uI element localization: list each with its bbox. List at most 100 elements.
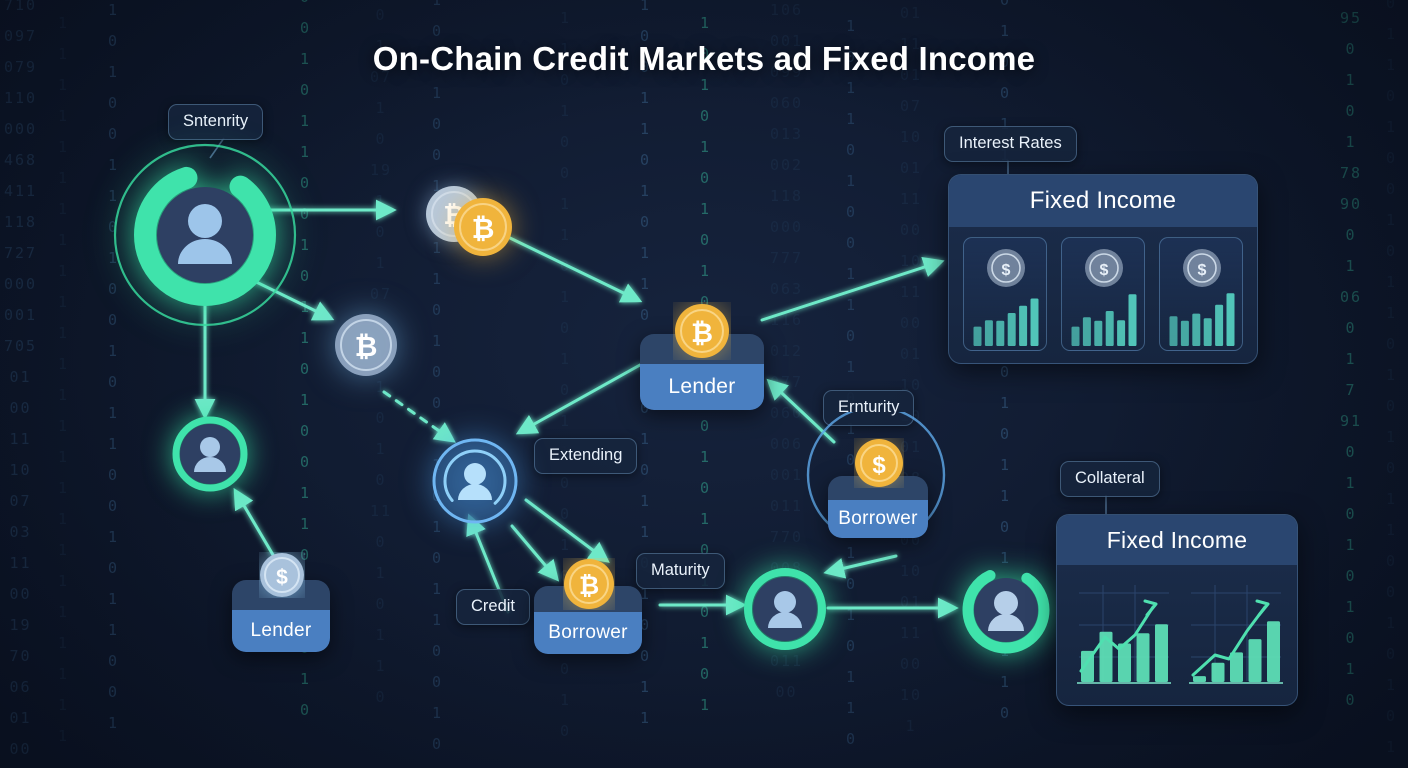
svg-text:$: $	[872, 452, 886, 479]
panel-fixed-income-bottom: Fixed Income	[1056, 514, 1298, 706]
bar	[1230, 652, 1243, 682]
node-lender-left: Lender $	[232, 552, 330, 652]
panel-bottom-body	[1057, 563, 1297, 705]
svg-text:₿: ₿	[691, 318, 713, 348]
bar	[1118, 643, 1131, 682]
link-lender-to-fixedincome	[760, 257, 945, 322]
bar	[1094, 320, 1103, 346]
node-lender-center: Lender ₿	[640, 304, 764, 410]
panel-fixed-income-top: Fixed Income $ $	[948, 174, 1258, 364]
person-icon	[768, 591, 802, 628]
label-interest-rates: Interest Rates	[944, 126, 1077, 162]
mini-card: $	[963, 237, 1047, 351]
borrower-mid-label: Borrower	[534, 612, 642, 654]
bar	[1007, 313, 1016, 346]
label-maturity: Maturity	[636, 553, 725, 589]
borrower-mid-card: Borrower	[534, 586, 642, 654]
person-icon	[194, 437, 226, 472]
user-bottom-mid-ring	[744, 568, 826, 650]
bar	[1215, 304, 1224, 346]
bar	[1180, 320, 1189, 346]
node-borrower-right: Borrower $	[806, 412, 946, 538]
mini-card: $	[1159, 237, 1243, 351]
lender-left-label: Lender	[232, 610, 330, 652]
label-collateral: Collateral	[1060, 461, 1160, 497]
svg-text:₿: ₿	[355, 331, 378, 362]
person-icon	[178, 204, 232, 264]
mini-card-chart: $	[1169, 249, 1235, 346]
mini-card: $	[1061, 237, 1145, 351]
borrower-right-ring	[806, 412, 946, 538]
page-title: On-Chain Credit Markets ad Fixed Income	[372, 40, 1036, 77]
mini-card-chart: $	[1071, 249, 1137, 346]
trend-arrow-left	[1079, 605, 1155, 673]
bar	[1128, 294, 1137, 346]
node-user-left-lower	[172, 416, 248, 492]
bar	[1105, 311, 1114, 346]
leader-sntenrity	[209, 137, 225, 159]
bitcoin-gold-icon: ₿	[564, 559, 614, 609]
bar	[973, 326, 982, 346]
link-usercenter-down	[524, 498, 610, 563]
bar	[1019, 305, 1028, 346]
panel-bottom-title: Fixed Income	[1057, 515, 1297, 565]
link-user-to-smallcoin	[244, 275, 335, 321]
user-bottom-right-ring	[962, 566, 1050, 654]
user-primary-ring	[113, 143, 297, 327]
dollar-gold-icon: $	[855, 439, 903, 487]
borrower-right-label: Borrower	[828, 500, 928, 538]
label-sntenrity: Sntenrity	[168, 104, 264, 140]
lender-center-card: Lender	[640, 334, 764, 410]
label-extending: Extending	[534, 438, 638, 474]
user-left-lower-ring	[172, 416, 248, 492]
bar	[1192, 313, 1201, 346]
link-lender-to-usercenter	[515, 363, 642, 435]
svg-text:₿: ₿	[472, 213, 495, 244]
node-borrower-mid: Borrower ₿	[534, 558, 642, 654]
coin-pair-gold: ₿	[452, 196, 514, 258]
bar	[1211, 662, 1225, 682]
trend-arrow-right	[1191, 605, 1267, 677]
link-smallcoin-to-usercenter	[382, 390, 456, 443]
user-center-ring	[432, 438, 518, 524]
bar	[1117, 320, 1126, 346]
bar	[996, 320, 1005, 346]
bar	[984, 320, 993, 346]
person-icon	[458, 463, 492, 500]
lender-left-card: Lender	[232, 580, 330, 652]
link-lenderleft-to-userlower	[233, 487, 278, 562]
bar	[1248, 639, 1262, 682]
bar	[1136, 633, 1150, 682]
bar	[1082, 317, 1091, 346]
bar	[1099, 631, 1113, 682]
link-borrowerright-to-userbottom	[823, 554, 898, 579]
bar	[1169, 316, 1178, 346]
bar	[1030, 298, 1039, 346]
bar	[1071, 326, 1080, 346]
bar	[1193, 676, 1206, 682]
node-user-bottom-right	[962, 566, 1050, 654]
panel-top-body: $ $ $	[949, 225, 1257, 363]
mini-card-chart: $	[973, 249, 1039, 346]
svg-text:$: $	[276, 566, 288, 589]
node-user-center	[430, 436, 520, 526]
svg-text:$: $	[1198, 262, 1207, 279]
bar	[1155, 624, 1168, 682]
lender-center-label: Lender	[640, 364, 764, 410]
link-coins-to-lender	[508, 236, 643, 303]
bar	[1203, 318, 1212, 346]
dollar-silver-icon: $	[260, 553, 304, 597]
person-icon	[988, 591, 1024, 631]
bar	[1226, 293, 1235, 346]
node-user-bottom-mid	[744, 568, 826, 650]
panel-bottom-charts	[1077, 585, 1283, 684]
coin-solo-blue: ₿	[333, 312, 399, 378]
link-usercenter-to-borrowermid	[510, 524, 560, 582]
node-user-primary	[112, 142, 298, 328]
bitcoin-gold-icon: ₿	[675, 304, 729, 358]
bar	[1267, 621, 1280, 682]
svg-text:₿: ₿	[579, 572, 599, 600]
svg-text:$: $	[1002, 262, 1011, 279]
